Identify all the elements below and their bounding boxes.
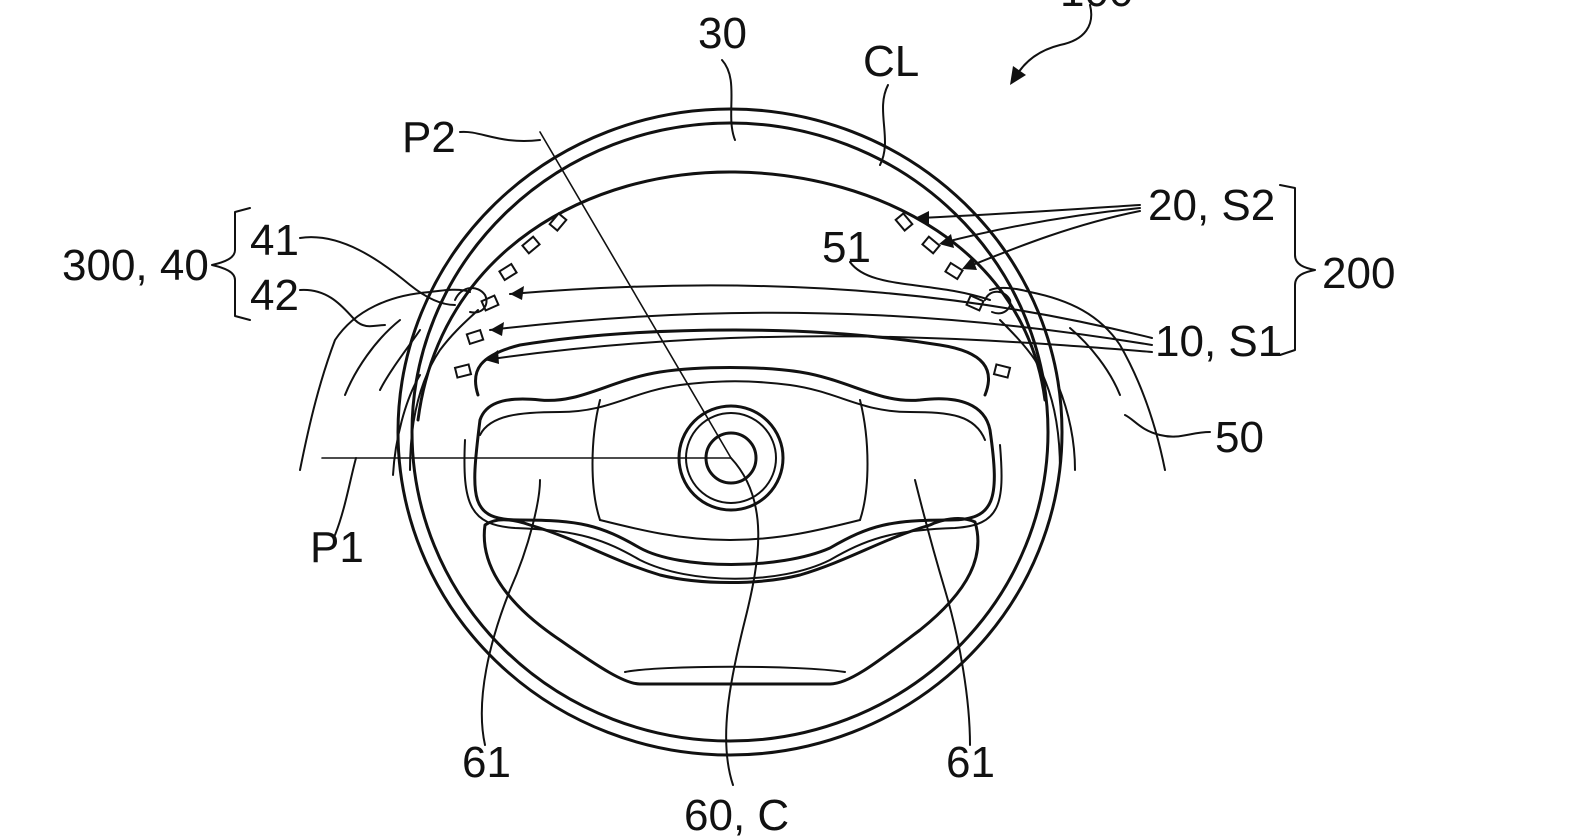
right-hand [984,286,1166,471]
leaders-10-s1 [484,284,1153,364]
label-p2: P2 [402,113,456,162]
left-hand [299,287,488,476]
label-60-c: 60, C [684,791,789,840]
leaders-20-s2 [915,204,1141,270]
sensors-left [453,212,568,379]
label-cl: CL [863,37,919,86]
label-300-40: 300, 40 [62,241,209,290]
label-20-s2: 20, S2 [1148,181,1275,230]
axis-p2 [539,131,732,459]
label-p1: P1 [310,523,364,572]
label-41: 41 [250,216,299,265]
label-61-left: 61 [462,738,511,787]
label-61-right: 61 [946,738,995,787]
leader-lines [211,4,1316,786]
label-51: 51 [822,223,871,272]
label-50: 50 [1215,413,1264,462]
hub-assembly [463,366,1003,686]
upper-spoke-panel [473,328,990,397]
reference-labels: 100 30 CL P2 20, S2 200 51 41 300, 40 42… [62,0,1395,840]
label-30: 30 [698,9,747,58]
label-10-s1: 10, S1 [1155,317,1282,366]
sensors-right [894,212,1012,379]
label-100: 100 [1060,0,1133,16]
label-42: 42 [250,271,299,320]
label-200: 200 [1322,249,1395,298]
